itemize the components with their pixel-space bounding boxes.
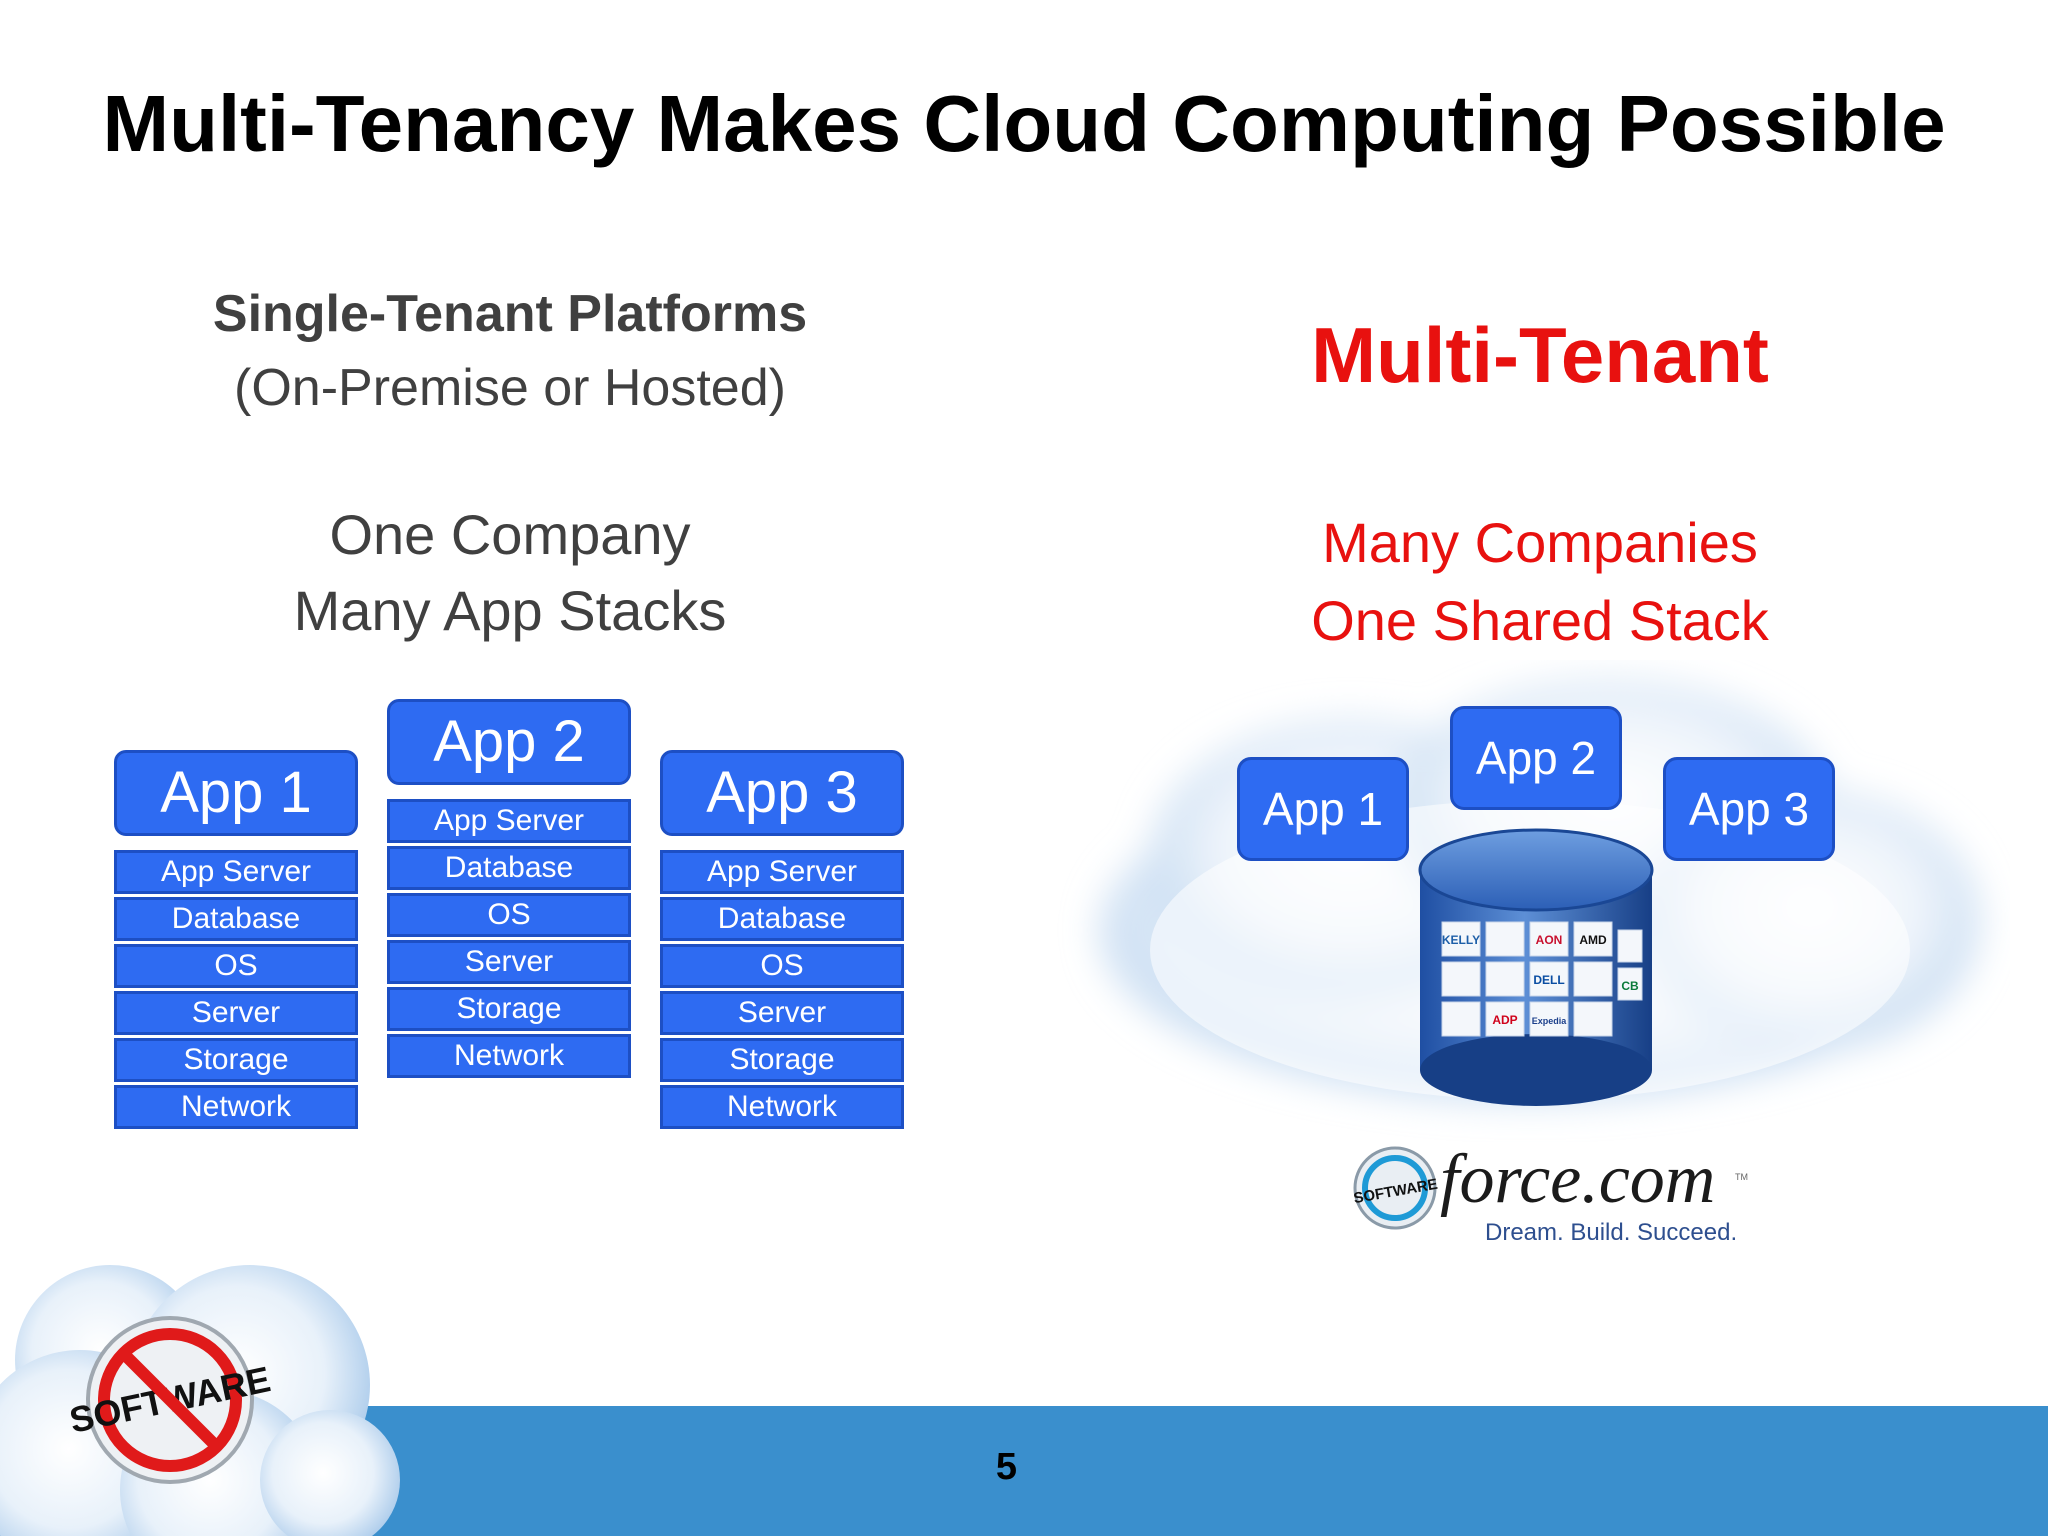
layer-os: OS bbox=[660, 944, 904, 988]
single-tenant-heading: Single-Tenant Platforms bbox=[212, 285, 808, 343]
layer-app-server: App Server bbox=[660, 850, 904, 894]
layer-storage: Storage bbox=[114, 1038, 358, 1082]
app-stack-3: App 3 App Server Database OS Server Stor… bbox=[660, 750, 904, 1132]
layer-network: Network bbox=[660, 1085, 904, 1129]
single-tenant-subheading: (On-Premise or Hosted) bbox=[234, 359, 786, 417]
layer-os: OS bbox=[387, 893, 631, 937]
layer-storage: Storage bbox=[387, 987, 631, 1031]
slide-title: Multi-Tenancy Makes Cloud Computing Poss… bbox=[102, 79, 1946, 168]
db-logo-aon: AON bbox=[1536, 933, 1563, 947]
layer-app-server: App Server bbox=[114, 850, 358, 894]
db-logo-dell: DELL bbox=[1533, 973, 1564, 987]
layer-server: Server bbox=[660, 991, 904, 1035]
layer-database: Database bbox=[387, 846, 631, 890]
layer-list: App Server Database OS Server Storage Ne… bbox=[387, 799, 631, 1078]
app-1-box: App 1 bbox=[114, 750, 358, 836]
layer-network: Network bbox=[114, 1085, 358, 1129]
no-software-icon: SOFTWARE bbox=[66, 1316, 274, 1484]
app-2-box: App 2 bbox=[387, 699, 631, 785]
database-cylinder-icon: KELLY AON AMD DELL CB ADP Expedia bbox=[1418, 828, 1654, 1106]
no-software-logo: SOFTWARE bbox=[0, 1265, 400, 1536]
multi-tenant-heading: Multi-Tenant bbox=[1311, 311, 1769, 399]
db-logo-kelly: KELLY bbox=[1442, 933, 1480, 947]
layer-app-server: App Server bbox=[387, 799, 631, 843]
many-companies-text: Many Companies bbox=[1322, 511, 1758, 574]
layer-storage: Storage bbox=[660, 1038, 904, 1082]
layer-list: App Server Database OS Server Storage Ne… bbox=[660, 850, 904, 1129]
layer-database: Database bbox=[114, 897, 358, 941]
trademark-text: TM bbox=[1735, 1172, 1748, 1182]
one-shared-stack-text: One Shared Stack bbox=[1311, 589, 1769, 652]
layer-list: App Server Database OS Server Storage Ne… bbox=[114, 850, 358, 1129]
app-stack-1: App 1 App Server Database OS Server Stor… bbox=[114, 750, 358, 1132]
force-com-logo: SOFTWARE force.com TM Dream. Build. Succ… bbox=[1352, 1141, 1748, 1246]
page-number: 5 bbox=[995, 1446, 1018, 1488]
one-company-text: One Company bbox=[329, 503, 691, 566]
mt-app-3-box: App 3 bbox=[1663, 757, 1835, 861]
layer-database: Database bbox=[660, 897, 904, 941]
no-software-badge-icon: SOFTWARE bbox=[1352, 1146, 1439, 1230]
layer-network: Network bbox=[387, 1034, 631, 1078]
layer-server: Server bbox=[387, 940, 631, 984]
force-tagline-text: Dream. Build. Succeed. bbox=[1485, 1219, 1737, 1246]
db-logo-expedia: Expedia bbox=[1532, 1016, 1568, 1026]
db-logo-amd: AMD bbox=[1579, 933, 1607, 947]
mt-app-2-box: App 2 bbox=[1450, 706, 1622, 810]
db-logo-adp: ADP bbox=[1492, 1013, 1517, 1027]
force-brand-text: force.com bbox=[1440, 1141, 1715, 1218]
app-stack-2: App 2 App Server Database OS Server Stor… bbox=[387, 699, 631, 1081]
layer-os: OS bbox=[114, 944, 358, 988]
many-app-stacks-text: Many App Stacks bbox=[293, 579, 727, 642]
app-3-box: App 3 bbox=[660, 750, 904, 836]
layer-server: Server bbox=[114, 991, 358, 1035]
db-logo-cb: CB bbox=[1621, 979, 1639, 993]
mt-app-1-box: App 1 bbox=[1237, 757, 1409, 861]
